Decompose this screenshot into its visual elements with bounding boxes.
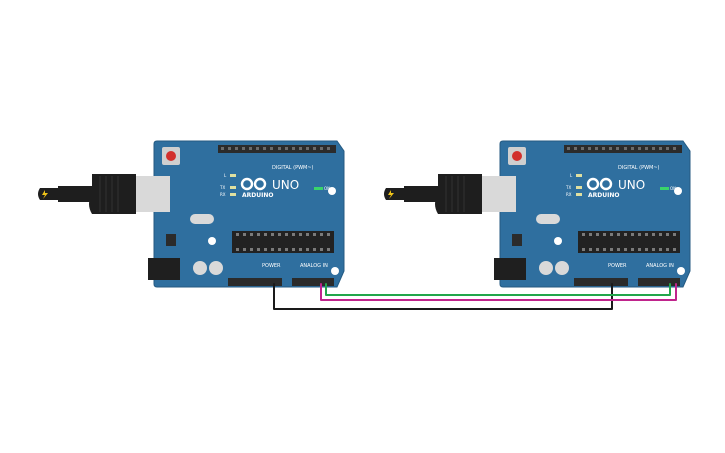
voltage-regulator (512, 234, 522, 246)
led-rx (230, 193, 236, 196)
power-jack (494, 258, 526, 280)
analog-header (638, 278, 680, 286)
led-tx (576, 186, 582, 189)
model-text: UNO (272, 178, 299, 192)
crystal (190, 214, 214, 224)
led-rx-label: RX (220, 192, 226, 197)
analog-header (292, 278, 334, 286)
power-label: POWER (262, 263, 281, 269)
power-header (228, 278, 282, 286)
led-rx (576, 193, 582, 196)
wire-gnd[interactable] (273, 283, 613, 310)
wire-a4[interactable] (325, 283, 671, 296)
capacitor (555, 261, 569, 275)
digital-header-pins (567, 147, 676, 150)
digital-header (218, 145, 336, 153)
led-tx-label: TX (565, 185, 571, 190)
power-label: POWER (608, 263, 627, 269)
on-led (660, 187, 669, 190)
digital-label: DIGITAL (PWM~) (272, 165, 314, 171)
usb-port (136, 176, 170, 212)
microcontroller (578, 231, 680, 253)
mount-hole (208, 237, 216, 245)
analog-label: ANALOG IN (300, 263, 328, 269)
brand-text: ARDUINO (588, 192, 619, 199)
wires (273, 283, 677, 310)
led-l-label: L (570, 173, 573, 178)
reset-button-cap[interactable] (166, 151, 176, 161)
model-text: UNO (618, 178, 645, 192)
capacitor (209, 261, 223, 275)
wire-a5[interactable] (320, 283, 677, 301)
capacitor (193, 261, 207, 275)
arduino-uno-board-2[interactable]: DIGITAL (PWM~) L TX RX ARDUINO UNO ON PO… (494, 140, 691, 288)
on-label: ON (324, 186, 330, 191)
digital-label: DIGITAL (PWM~) (618, 165, 660, 171)
arduino-logo (240, 177, 267, 191)
voltage-regulator (166, 234, 176, 246)
arduino-uno-board-1[interactable]: DIGITAL (PWM~) L TX RX ARDUINO UNO ON (148, 140, 345, 288)
digital-header-pins (221, 147, 330, 150)
microcontroller-pins (236, 233, 330, 251)
on-led (314, 187, 323, 190)
usb-strain-relief (404, 186, 440, 202)
reset-button-cap[interactable] (512, 151, 522, 161)
usb-cable-1[interactable] (38, 174, 170, 214)
analog-label: ANALOG IN (646, 263, 674, 269)
led-tx-label: TX (219, 185, 225, 190)
led-l (576, 174, 582, 177)
led-l-label: L (224, 173, 227, 178)
usb-port (482, 176, 516, 212)
mount-hole (331, 267, 339, 275)
led-l (230, 174, 236, 177)
crystal (536, 214, 560, 224)
lightning-icon (42, 190, 48, 199)
usb-strain-relief (58, 186, 94, 202)
digital-header (564, 145, 682, 153)
mount-hole (554, 237, 562, 245)
lightning-icon (388, 190, 394, 199)
usb-cable-2[interactable] (384, 174, 516, 214)
led-rx-label: RX (566, 192, 572, 197)
led-tx (230, 186, 236, 189)
power-jack (148, 258, 180, 280)
mount-hole (674, 187, 682, 195)
on-label: ON (670, 186, 676, 191)
power-header (574, 278, 628, 286)
mount-hole (328, 187, 336, 195)
mount-hole (677, 267, 685, 275)
usb-cable-end (384, 188, 404, 200)
brand-text: ARDUINO (242, 192, 273, 199)
capacitor (539, 261, 553, 275)
usb-cable-end (38, 188, 58, 200)
arduino-logo (586, 177, 613, 191)
microcontroller (232, 231, 334, 253)
microcontroller-pins (582, 233, 676, 251)
